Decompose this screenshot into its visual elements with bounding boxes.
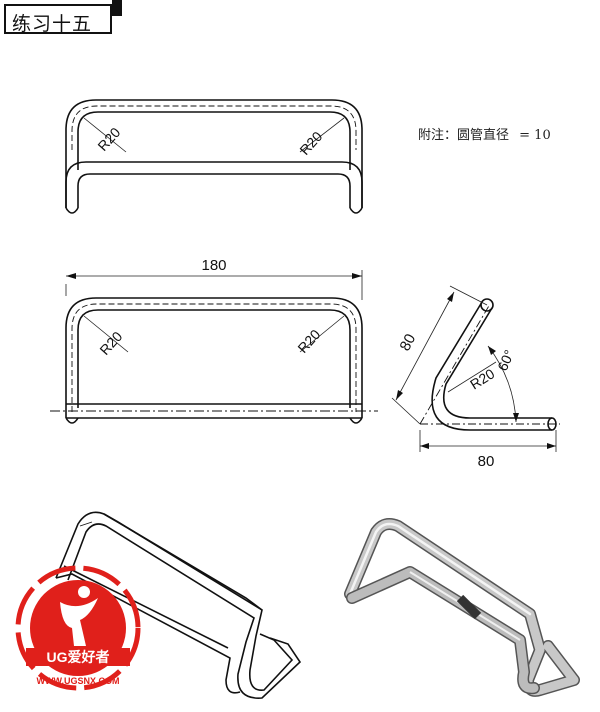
top-view-radius-left-leader bbox=[83, 117, 127, 153]
title-corner-tab bbox=[112, 0, 122, 16]
side-view-length-arrow-low bbox=[396, 390, 403, 400]
top-view-radius-right-label: R20 bbox=[296, 128, 325, 158]
side-view-tube-top-end bbox=[480, 298, 494, 312]
side-view-base-dim: 80 bbox=[478, 453, 495, 470]
front-view-radius-left-leader bbox=[83, 315, 129, 353]
front-view-handle-center bbox=[71, 303, 357, 412]
logo-figure-head bbox=[78, 586, 90, 598]
top-view-back-bar-outer bbox=[65, 99, 363, 208]
isometric-wireframe-view bbox=[55, 511, 302, 699]
iso-wire-path-inner bbox=[67, 523, 302, 699]
front-view-right-end bbox=[349, 417, 363, 424]
side-view-length-dim: 80 bbox=[397, 331, 420, 354]
logo-url: WWW.UGSNX.COM bbox=[37, 676, 120, 686]
front-view-left-end bbox=[65, 417, 79, 424]
front-view-radius-left-label: R20 bbox=[96, 328, 125, 358]
side-view-angle-arrow-high bbox=[488, 346, 496, 355]
shaded-dark-segment bbox=[456, 594, 482, 620]
top-view-back-bar-inner bbox=[77, 111, 351, 170]
front-view-width-dim: 180 bbox=[201, 257, 226, 274]
side-view-radius-label: R20 bbox=[467, 365, 497, 392]
side-view-length-dim-line bbox=[395, 291, 455, 401]
side-view-tube-outer bbox=[442, 307, 552, 419]
iso-wire-top-rail bbox=[103, 513, 263, 611]
iso-wire-path-outer bbox=[55, 511, 294, 691]
logo-brand: UG爱好者 bbox=[47, 649, 110, 665]
iso-wire-seam-1 bbox=[79, 521, 93, 527]
top-view-left-end bbox=[65, 207, 79, 214]
shaded-3d-view bbox=[344, 518, 580, 697]
iso-wire-front-rail bbox=[55, 573, 241, 694]
exercise-title: 练习十五 bbox=[12, 13, 93, 35]
iso-wire-front-rail-inner bbox=[63, 565, 229, 649]
top-view-front-bar-outer bbox=[65, 161, 363, 208]
side-view-inclined-centerline bbox=[419, 303, 491, 425]
logo-figure bbox=[60, 598, 98, 646]
side-view-tube-inner bbox=[431, 301, 552, 431]
top-view-back-bar-center bbox=[71, 105, 357, 150]
exercise-title-box: 练习十五 bbox=[4, 4, 112, 35]
front-view-radius-right-label: R20 bbox=[294, 326, 323, 356]
side-view-length-ext-low bbox=[391, 397, 421, 425]
side-view-angle-arrow-low bbox=[513, 413, 519, 422]
note-value: = 10 bbox=[519, 128, 551, 143]
front-view-handle-outer bbox=[65, 297, 363, 418]
logo-ring bbox=[15, 565, 141, 691]
top-view-right-end bbox=[349, 207, 363, 214]
side-view-length-ext-high bbox=[449, 285, 488, 306]
top-view-radius-left-label: R20 bbox=[94, 124, 123, 154]
logo-banner bbox=[26, 648, 130, 666]
front-view-dim-arrow-right bbox=[352, 273, 362, 279]
top-view: R20 R20 bbox=[65, 99, 363, 214]
side-view-base-arrow-left bbox=[420, 443, 429, 449]
top-view-radius-right-leader bbox=[299, 117, 345, 153]
top-view-front-bar-inner bbox=[77, 173, 351, 208]
side-view-angle: 60° bbox=[494, 347, 517, 373]
shaded-tube-highlight bbox=[348, 522, 532, 616]
ug-logo: UG爱好者 WWW.UGSNX.COM bbox=[15, 565, 141, 691]
shaded-front-rail-body bbox=[347, 567, 539, 693]
note-label: 附注：圆管直径 bbox=[418, 128, 510, 143]
side-view-base-arrow-right bbox=[547, 443, 556, 449]
front-view-radius-right-leader bbox=[299, 315, 345, 353]
front-view-handle-inner bbox=[77, 309, 351, 408]
side-view-length-arrow-high bbox=[447, 292, 454, 302]
front-view: 180 R20 R20 bbox=[50, 257, 378, 424]
side-view-radius-leader bbox=[447, 361, 497, 393]
tube-diameter-note: 附注：圆管直径 = 10 bbox=[418, 124, 551, 143]
side-view: 80 80 60° R20 bbox=[391, 285, 560, 470]
front-view-dim-arrow-left bbox=[66, 273, 76, 279]
